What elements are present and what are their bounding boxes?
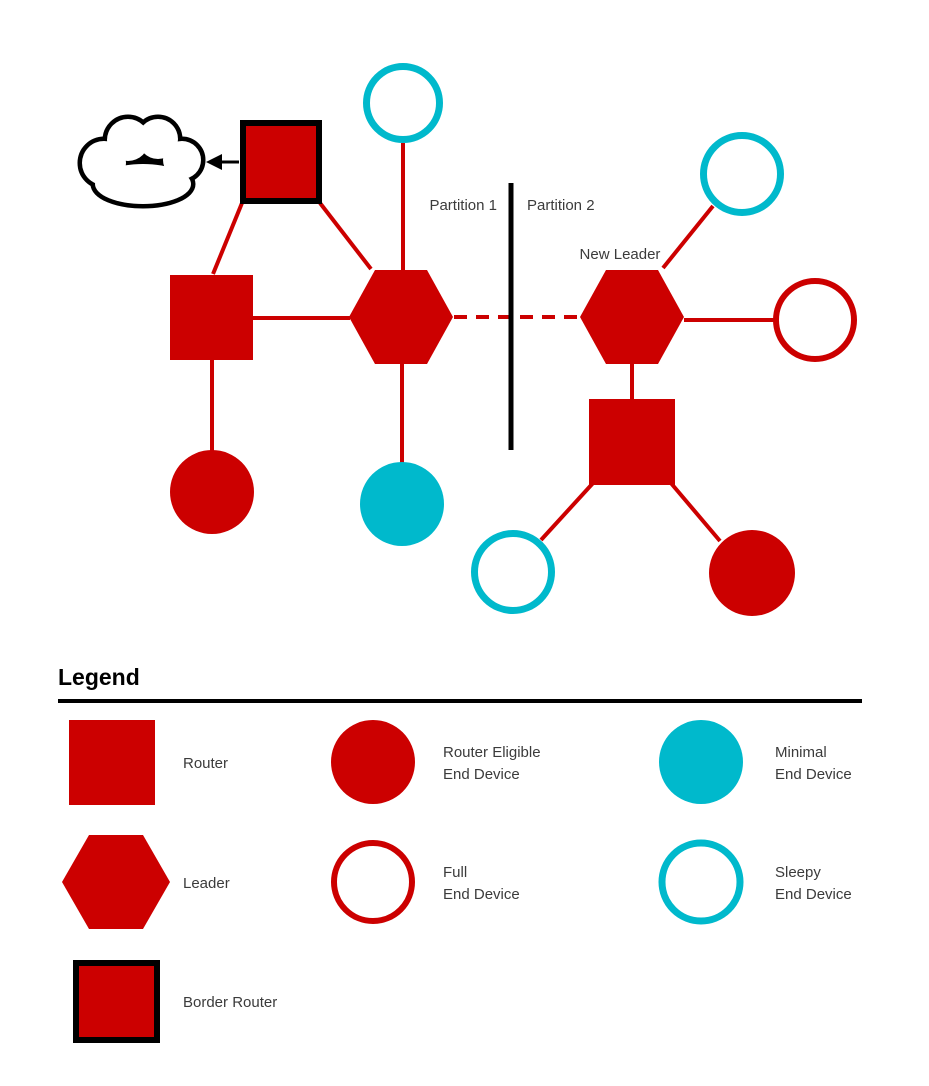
legend-router-label: Router [183, 755, 228, 772]
internet-cloud-icon [77, 114, 206, 209]
legend-minimal-end-device-swatch [659, 720, 743, 804]
legend-minimal-end-device-label-line1: Minimal [775, 744, 827, 761]
legend-minimal-end-device-label-line2: End Device [775, 766, 852, 783]
router-eligible-end-device1-node [170, 450, 254, 534]
legend-router-swatch [69, 720, 155, 805]
legend-title: Legend [58, 664, 140, 690]
arrow-head-icon [206, 154, 222, 170]
new-leader-label: New Leader [580, 246, 661, 263]
partition2-label: Partition 2 [527, 197, 595, 214]
legend-sleepy-end-device-swatch [658, 839, 744, 925]
router-eligible-end-device2-node [709, 530, 795, 616]
partition1-label: Partition 1 [429, 197, 497, 214]
legend: Legend Router Leader Border Router Route… [58, 664, 862, 1043]
legend-full-end-device-swatch [331, 840, 415, 924]
full-end-device-node [773, 278, 857, 362]
legend-full-end-device-label-line2: End Device [443, 886, 520, 903]
legend-border-router-swatch [73, 960, 160, 1043]
router1-node [170, 275, 253, 360]
sleepy-end-device3-node [471, 530, 555, 614]
sleepy-end-device1-node [363, 63, 443, 143]
legend-border-router-label: Border Router [183, 994, 277, 1011]
legend-sleepy-end-device-label-line2: End Device [775, 886, 852, 903]
leader1-node [349, 270, 453, 364]
new-leader-node [580, 270, 684, 364]
router2-node [589, 399, 675, 485]
legend-leader-swatch [62, 835, 170, 929]
link-border-router-to-leader1 [318, 201, 373, 271]
network-links [210, 143, 774, 543]
link-border-router-to-router1 [211, 202, 244, 275]
legend-full-end-device-label-line1: Full [443, 864, 467, 881]
legend-leader-label: Leader [183, 875, 230, 892]
legend-router-eligible-end-device-label-line1: Router Eligible [443, 744, 541, 761]
link-new-leader-to-sleepy2 [661, 204, 715, 270]
sleepy-end-device2-node [700, 132, 784, 216]
legend-divider [58, 699, 862, 703]
link-router2-to-sleepy3 [539, 480, 596, 542]
legend-router-eligible-end-device-swatch [331, 720, 415, 804]
legend-sleepy-end-device-label-line1: Sleepy [775, 864, 821, 881]
link-router2-to-red-device2 [668, 480, 722, 543]
border-router-to-cloud-arrow [206, 154, 239, 170]
minimal-end-device-node [360, 462, 444, 546]
legend-router-eligible-end-device-label-line2: End Device [443, 766, 520, 783]
border-router-node [240, 120, 322, 204]
